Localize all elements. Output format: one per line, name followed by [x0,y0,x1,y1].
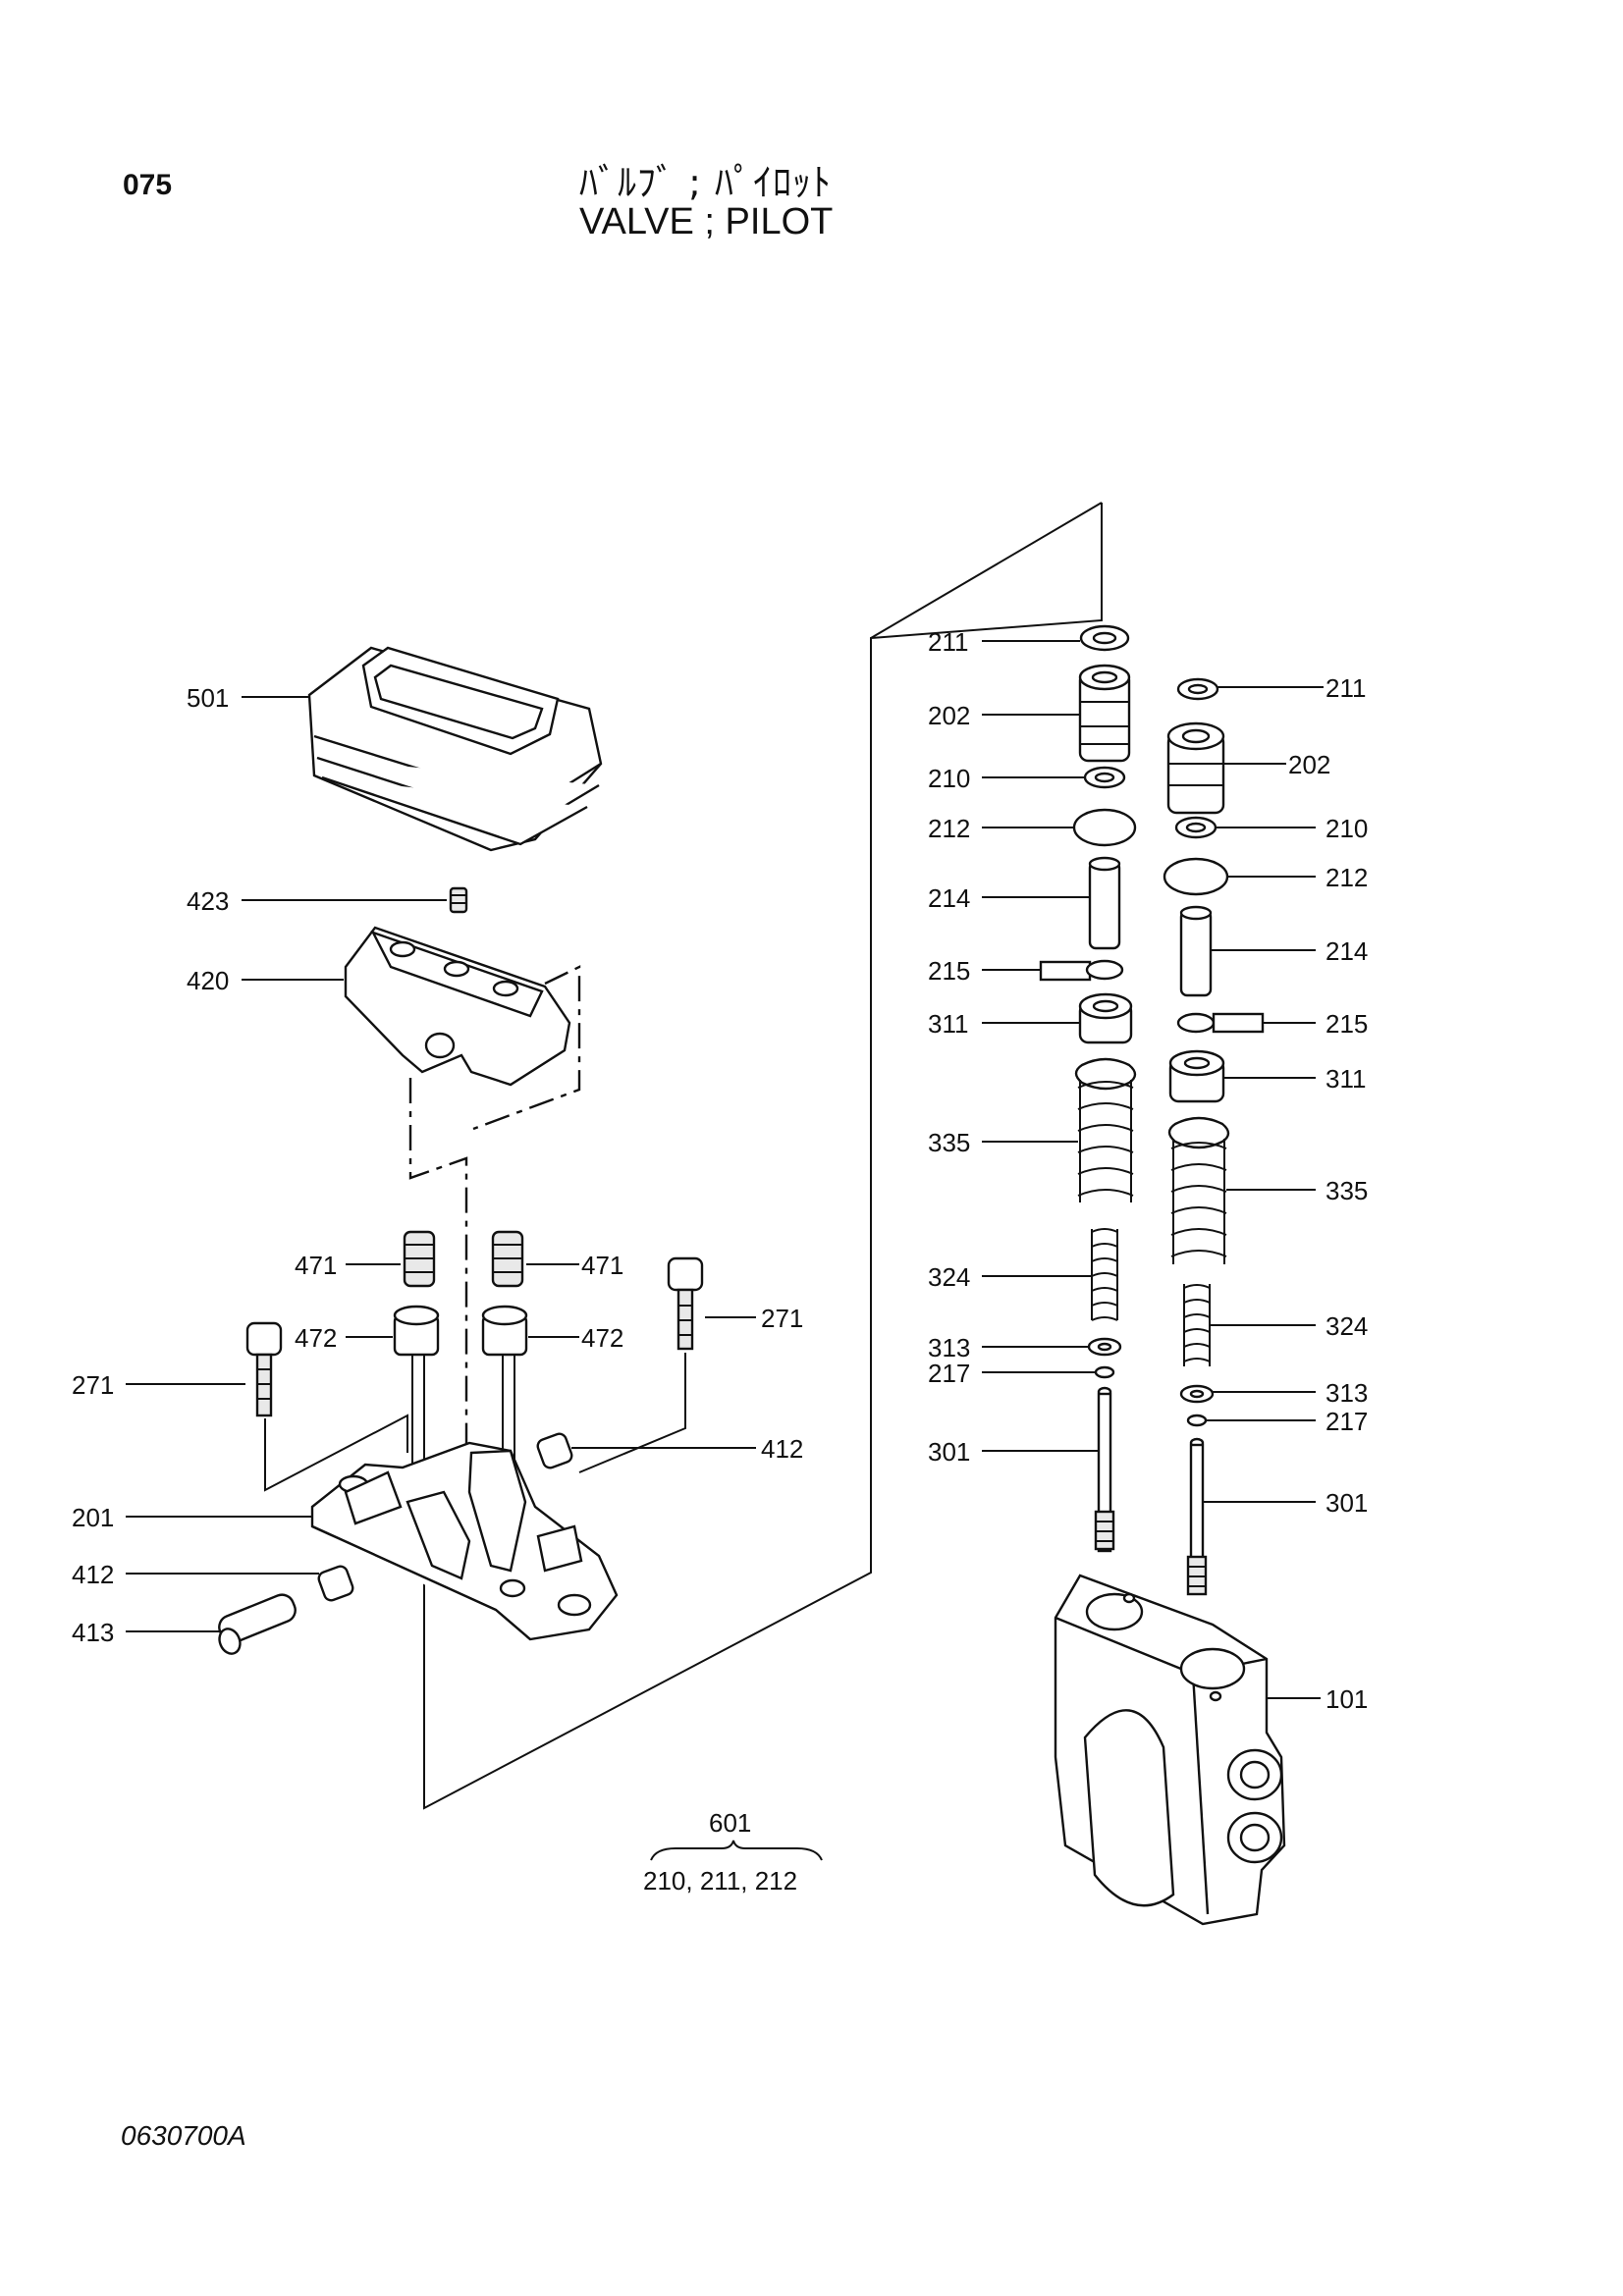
part-420-plate [344,926,581,1571]
kit-contents: 210, 211, 212 [643,1866,797,1896]
callout-301-left: 301 [928,1437,970,1467]
callout-501: 501 [187,683,229,713]
callout-335-right: 335 [1325,1176,1368,1205]
callout-413: 413 [72,1618,114,1647]
callout-420: 420 [187,966,229,995]
callout-202-right: 202 [1288,750,1330,779]
part-412-pins [317,1432,573,1602]
callout-101: 101 [1325,1684,1368,1714]
left-spool-parts [1039,624,1137,1553]
part-413-pin [218,1593,297,1655]
callout-212-right: 212 [1325,863,1368,892]
callout-210-right: 210 [1325,814,1368,843]
callout-211-right: 211 [1325,673,1366,703]
part-201-casing [310,1441,619,1641]
callout-271-right: 271 [761,1304,803,1333]
part-472-bushings [393,1305,528,1571]
title-english: VALVE ; PILOT [579,201,834,242]
callout-301-right: 301 [1325,1488,1368,1518]
callout-217-right: 217 [1325,1407,1368,1436]
callout-471-right: 471 [581,1251,623,1280]
callout-313-left: 313 [928,1333,970,1362]
part-501-boot [307,646,603,852]
title-japanese: ﾊﾞﾙﾌﾞ ; ﾊﾟｲﾛｯﾄ [579,161,832,204]
callout-202-left: 202 [928,701,970,730]
callout-211-left: 211 [928,627,968,657]
part-471-plugs [403,1230,524,1288]
callout-214-left: 214 [928,883,970,913]
callout-313-right: 313 [1325,1378,1368,1408]
callout-217-left: 217 [928,1359,970,1388]
callout-472-left: 472 [295,1323,337,1353]
callout-215-right: 215 [1325,1009,1368,1039]
callout-201: 201 [72,1503,114,1532]
part-423-set-screw [449,886,468,914]
callout-412-upper: 412 [761,1434,803,1464]
callout-311-left: 311 [928,1009,968,1039]
assembly-bracket-lines [423,502,1103,1810]
callout-471-left: 471 [295,1251,337,1280]
callout-324-right: 324 [1325,1311,1368,1341]
callout-271-left: 271 [72,1370,114,1400]
kit-number: 601 [709,1808,751,1838]
callout-335-left: 335 [928,1128,970,1157]
page-code: 075 [123,169,173,201]
callout-210-left: 210 [928,764,970,793]
callout-215-left: 215 [928,956,970,986]
callout-311-right: 311 [1325,1064,1366,1094]
right-spool-parts [1163,677,1265,1596]
part-271-bolts [245,1256,704,1492]
callout-412-lower: 412 [72,1560,114,1589]
callout-214-right: 214 [1325,936,1368,966]
part-101-valve-body [1054,1574,1286,1926]
callout-212-left: 212 [928,814,970,843]
callout-324-left: 324 [928,1262,970,1292]
callout-472-right: 472 [581,1323,623,1353]
drawing-number: 0630700A [121,2120,246,2151]
kit-601-group: 601 210, 211, 212 [643,1808,823,1896]
callout-labels: 501 423 420 471 471 472 472 271 271 412 … [72,627,1368,1714]
leader-lines [126,640,1324,1699]
callout-423: 423 [187,886,229,916]
